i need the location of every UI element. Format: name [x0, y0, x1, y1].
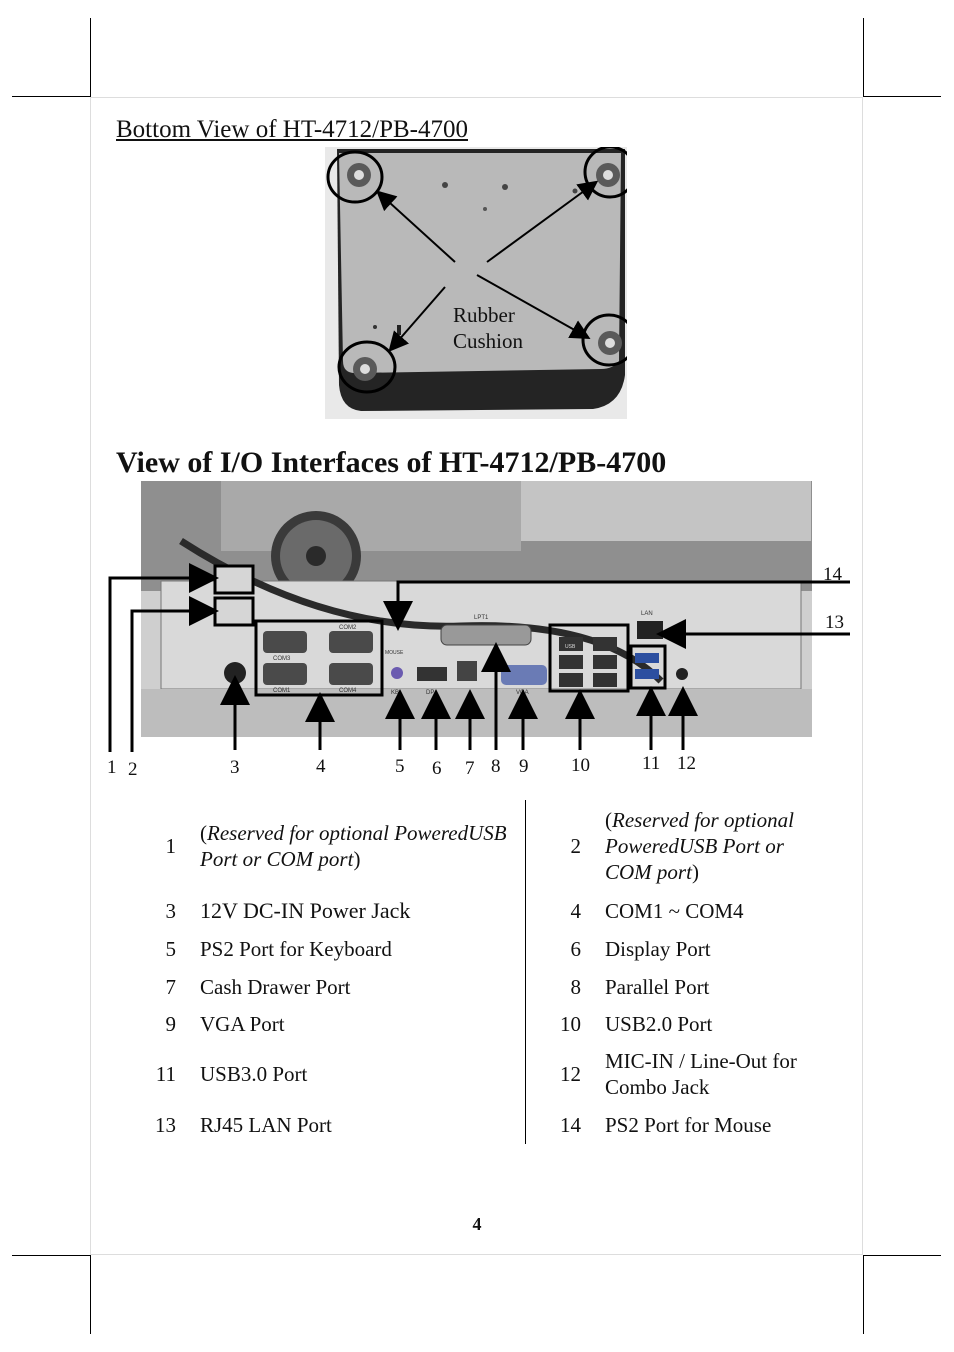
- vga-label: VGA: [516, 690, 529, 696]
- lan-label: LAN: [641, 611, 653, 617]
- crop-mark: [12, 96, 91, 97]
- port-paren: ): [353, 847, 361, 871]
- callout-2: 2: [128, 759, 138, 780]
- port-description: PS2 Port for Keyboard: [200, 937, 392, 961]
- port-number: 1: [165, 834, 177, 858]
- callout-14: 14: [823, 564, 842, 585]
- port-paren: (: [605, 808, 612, 832]
- port-description: Cash Drawer Port: [200, 975, 351, 999]
- callout-11: 11: [642, 753, 661, 774]
- port-note: Reserved for optional PoweredUSB Port or…: [605, 808, 794, 884]
- callout-9: 9: [519, 756, 529, 777]
- crop-mark: [90, 1256, 91, 1334]
- crop-mark: [863, 1255, 941, 1256]
- port-number: 5: [165, 937, 177, 961]
- port-number: 6: [525, 930, 605, 968]
- port-number: 11: [155, 1062, 176, 1086]
- port-number: 7: [165, 975, 177, 999]
- port-description: Parallel Port: [605, 975, 710, 999]
- table-row: 11 USB3.0 Port 12 MIC-IN / Line-Out for …: [116, 1042, 816, 1106]
- port-number: 2: [525, 800, 605, 892]
- port-number: 13: [155, 1113, 176, 1137]
- port-description: COM1 ~ COM4: [605, 899, 744, 923]
- callout-8: 8: [491, 756, 501, 777]
- callout-10: 10: [571, 755, 590, 776]
- page-border: [90, 97, 863, 1255]
- table-row: 13 RJ45 LAN Port 14 PS2 Port for Mouse: [116, 1106, 816, 1144]
- port-number: 3: [165, 899, 177, 923]
- rubber-cushion-line1: Rubber: [453, 303, 515, 327]
- callout-7: 7: [465, 758, 475, 779]
- table-row: 5 PS2 Port for Keyboard 6 Display Port: [116, 930, 816, 968]
- crop-mark: [12, 1255, 91, 1256]
- port-description: MIC-IN / Line-Out for Combo Jack: [605, 1049, 797, 1099]
- port-note: Reserved for optional PoweredUSB Port or…: [200, 821, 507, 871]
- mouse-label: MOUSE: [385, 650, 404, 656]
- usb-label: USB: [565, 644, 576, 650]
- crop-mark: [90, 18, 91, 97]
- crop-mark: [863, 1256, 864, 1334]
- callout-4: 4: [316, 756, 326, 777]
- com4-label: COM4: [339, 688, 357, 694]
- table-row: 3 12V DC-IN Power Jack 4 COM1 ~ COM4: [116, 892, 816, 930]
- rubber-cushion-arrows: [376, 180, 599, 353]
- com1-label: COM1: [273, 688, 291, 694]
- bottom-view-title: Bottom View of HT-4712/PB-4700: [116, 116, 468, 143]
- callout-5: 5: [395, 756, 405, 777]
- kb-label: KB: [391, 690, 399, 696]
- table-row: 1 (Reserved for optional PoweredUSB Port…: [116, 800, 816, 892]
- dp-label: DP: [426, 690, 434, 696]
- page-number: 4: [472, 1214, 482, 1234]
- lpt-label: LPT1: [474, 615, 489, 621]
- port-number: 12: [525, 1042, 605, 1106]
- callout-13: 13: [825, 612, 844, 633]
- callout-6: 6: [432, 758, 442, 779]
- io-view-title: View of I/O Interfaces of HT-4712/PB-470…: [116, 446, 667, 479]
- port-number: 14: [525, 1106, 605, 1144]
- port-description: USB2.0 Port: [605, 1012, 713, 1036]
- port-number: 8: [525, 968, 605, 1006]
- callout-1: 1: [107, 757, 117, 778]
- com2-label: COM2: [339, 625, 357, 631]
- port-description: RJ45 LAN Port: [200, 1113, 332, 1137]
- port-description: (Reserved for optional PoweredUSB Port o…: [605, 800, 816, 892]
- port-description: (Reserved for optional PoweredUSB Port o…: [200, 800, 526, 892]
- port-description: USB3.0 Port: [200, 1062, 308, 1086]
- crop-mark: [863, 96, 941, 97]
- port-description: VGA Port: [200, 1012, 285, 1036]
- port-paren: (: [200, 821, 207, 845]
- port-description: Display Port: [605, 937, 711, 961]
- com3-label: COM3: [273, 656, 291, 662]
- rubber-cushion-line2: Cushion: [453, 329, 524, 353]
- ports-table: 1 (Reserved for optional PoweredUSB Port…: [116, 800, 816, 1144]
- io-interfaces-photo: COM3 COM2 COM1 COM4 KB MOUSE DP LPT1 VGA…: [141, 481, 812, 737]
- port-paren: ): [691, 860, 699, 884]
- port-number: 9: [165, 1012, 177, 1036]
- port-description: PS2 Port for Mouse: [605, 1113, 772, 1137]
- crop-mark: [863, 18, 864, 97]
- port-description: 12V DC-IN Power Jack: [200, 898, 411, 923]
- port-number: 10: [525, 1006, 605, 1042]
- table-row: 9 VGA Port 10 USB2.0 Port: [116, 1006, 816, 1042]
- table-row: 7 Cash Drawer Port 8 Parallel Port: [116, 968, 816, 1006]
- callout-12: 12: [677, 753, 696, 774]
- callout-3: 3: [230, 757, 240, 778]
- port-number: 4: [525, 892, 605, 930]
